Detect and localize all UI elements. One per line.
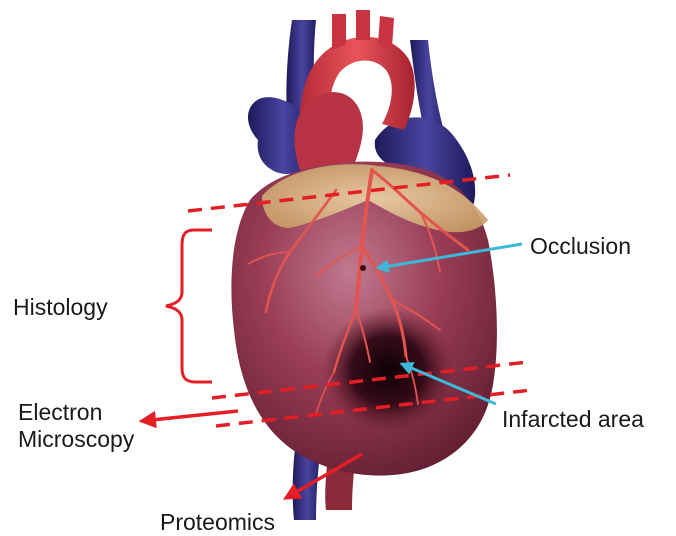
histology-label: Histology (13, 294, 108, 321)
histology-bracket (166, 230, 212, 382)
electron-microscopy-label: Electron Microscopy (18, 399, 134, 453)
occlusion-point (360, 265, 366, 271)
electron-microscopy-arrow (142, 411, 238, 421)
occlusion-label: Occlusion (530, 233, 631, 260)
infarcted-area-label: Infarcted area (502, 406, 644, 433)
proteomics-label: Proteomics (160, 509, 275, 536)
